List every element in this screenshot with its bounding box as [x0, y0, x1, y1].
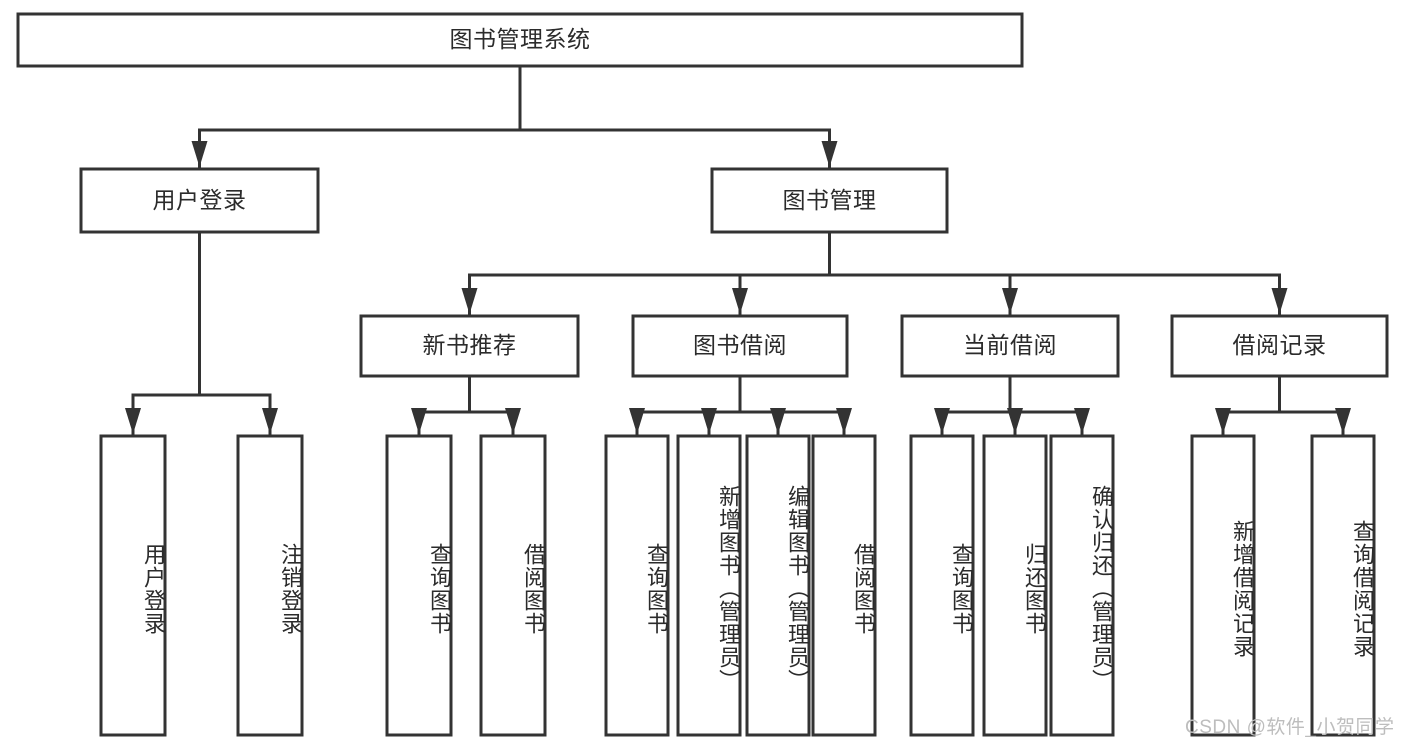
arrow-head-icon-leaf-edit-book [770, 408, 786, 434]
node-box-new-book-recommend[interactable] [359, 314, 580, 378]
arrow-head-icon-leaf-query-book-3 [934, 408, 950, 434]
arrow-head-icon-leaf-logout [262, 408, 278, 434]
node-box-root[interactable] [16, 12, 1024, 68]
arrow-head-icon-leaf-borrow-book-1 [505, 408, 521, 434]
node-box-leaf-logout[interactable] [236, 434, 304, 737]
arrow-head-icon-leaf-add-book [701, 408, 717, 434]
arrow-head-icon-leaf-borrow-book-2 [836, 408, 852, 434]
node-box-leaf-return-book[interactable] [982, 434, 1048, 737]
watermark: CSDN @软件_小贺同学 [1185, 717, 1395, 738]
arrow-head-icon-borrow-record [1271, 288, 1288, 314]
connector-layer [125, 64, 1351, 436]
box-layer [16, 12, 1389, 737]
node-box-leaf-query-book-3[interactable] [909, 434, 975, 737]
arrow-head-icon-book-borrow [732, 288, 748, 314]
node-box-leaf-query-book-1[interactable] [385, 434, 453, 737]
arrow-head-icon-leaf-confirm-return [1074, 408, 1090, 434]
arrow-head-icon-leaf-query-book-2 [629, 408, 645, 434]
arrow-head-icon-current-borrow [1002, 288, 1018, 314]
node-box-leaf-query-book-2[interactable] [604, 434, 670, 737]
arrow-head-icon-leaf-user-login [125, 408, 141, 434]
arrow-head-icon-leaf-add-record [1215, 408, 1231, 434]
node-box-leaf-add-book[interactable] [676, 434, 742, 737]
node-box-user-login[interactable] [79, 167, 320, 234]
arrow-head-icon-new-book-recommend [461, 288, 478, 314]
node-box-book-management[interactable] [710, 167, 949, 234]
node-box-leaf-add-record[interactable] [1190, 434, 1256, 737]
arrow-head-icon-user-login [191, 141, 208, 167]
arrow-head-icon-leaf-query-record [1335, 408, 1351, 434]
arrow-head-icon-book-management [821, 141, 838, 167]
node-box-leaf-borrow-book-2[interactable] [811, 434, 877, 737]
node-box-leaf-confirm-return[interactable] [1049, 434, 1115, 737]
node-box-leaf-query-record[interactable] [1310, 434, 1376, 737]
node-box-leaf-borrow-book-1[interactable] [479, 434, 547, 737]
node-box-leaf-edit-book[interactable] [745, 434, 811, 737]
node-box-book-borrow[interactable] [631, 314, 849, 378]
node-box-leaf-user-login[interactable] [99, 434, 167, 737]
arrow-head-icon-leaf-query-book-1 [411, 408, 427, 434]
node-box-borrow-record[interactable] [1170, 314, 1389, 378]
arrow-head-icon-leaf-return-book [1007, 408, 1023, 434]
node-box-current-borrow[interactable] [900, 314, 1120, 378]
